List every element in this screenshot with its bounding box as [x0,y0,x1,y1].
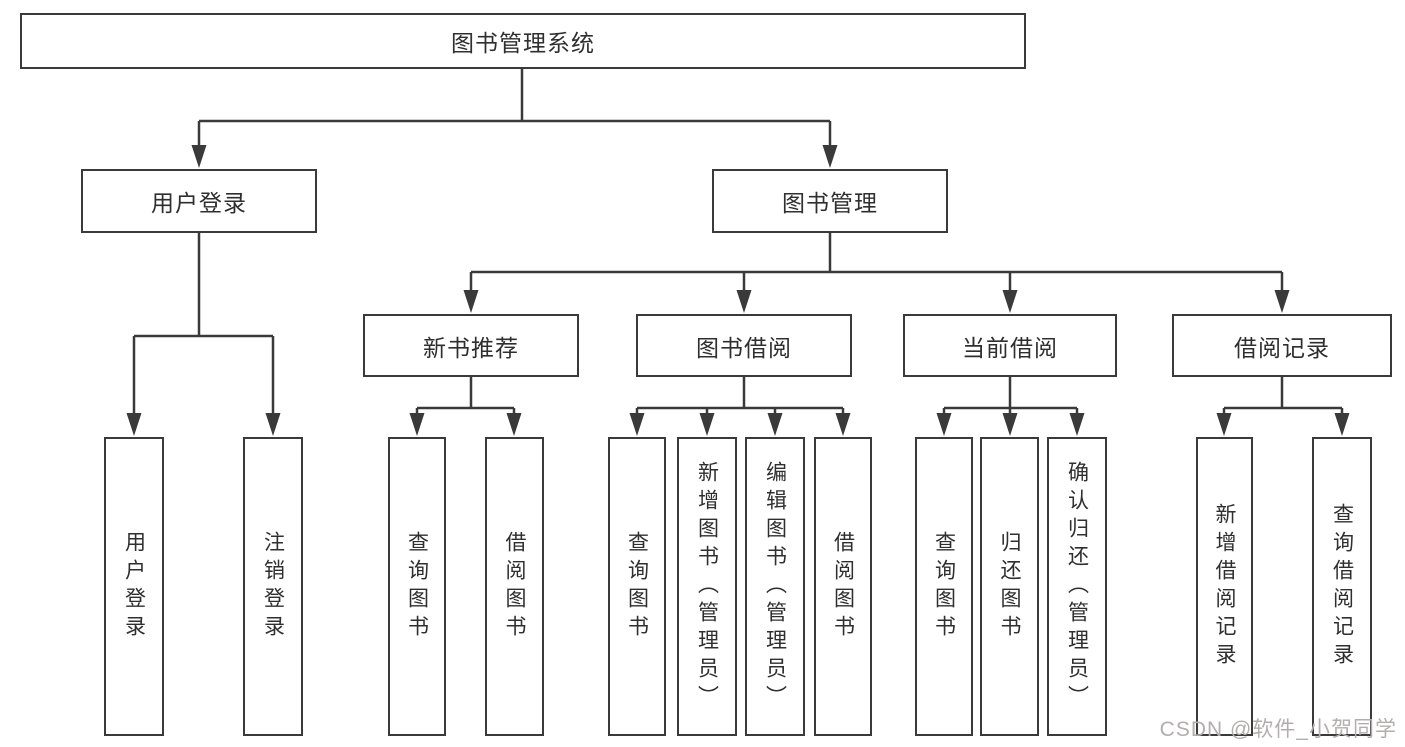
leaf-add-borrow-record-label: 新增借阅记录 [1213,502,1236,671]
leaf-confirm-return-admin: 确认归还（管理员） [1047,437,1107,736]
node-current-borrow-label: 当前借阅 [962,334,1058,361]
leaf-borrow-query-books-label: 查询图书 [625,530,649,643]
leaf-user-login: 用户登录 [104,437,164,736]
leaf-borrow-borrow-books: 借阅图书 [814,437,872,736]
node-user-login: 用户登录 [81,169,317,233]
leaf-rec-borrow-books: 借阅图书 [485,437,544,736]
node-current-borrow: 当前借阅 [903,314,1117,377]
leaf-return-books: 归还图书 [980,437,1039,736]
leaf-query-borrow-record: 查询借阅记录 [1312,437,1372,736]
leaf-rec-query-books: 查询图书 [388,437,446,736]
leaf-edit-books-admin-label: 编辑图书（管理员） [763,460,787,713]
node-new-book-rec-label: 新书推荐 [423,334,519,361]
leaf-borrow-query-books: 查询图书 [608,437,666,736]
leaf-logout-label: 注销登录 [261,530,285,643]
leaf-return-books-label: 归还图书 [998,530,1021,643]
node-new-book-rec: 新书推荐 [363,314,579,377]
node-root-label: 图书管理系统 [451,30,595,56]
leaf-edit-books-admin: 编辑图书（管理员） [745,437,805,736]
leaf-rec-query-books-label: 查询图书 [405,530,429,643]
leaf-rec-borrow-books-label: 借阅图书 [503,530,526,643]
node-book-mgmt: 图书管理 [712,169,948,233]
node-root: 图书管理系统 [20,13,1026,69]
leaf-current-query-books-label: 查询图书 [932,530,956,643]
leaf-query-borrow-record-label: 查询借阅记录 [1330,502,1354,671]
leaf-user-login-label: 用户登录 [122,530,146,643]
node-book-mgmt-label: 图书管理 [782,190,878,216]
leaf-add-borrow-record: 新增借阅记录 [1196,437,1253,736]
leaf-confirm-return-admin-label: 确认归还（管理员） [1065,460,1089,713]
node-book-borrow: 图书借阅 [636,314,852,377]
leaf-add-books-admin: 新增图书（管理员） [677,437,737,736]
node-book-borrow-label: 图书借阅 [696,334,792,361]
leaf-current-query-books: 查询图书 [915,437,973,736]
node-borrow-records-label: 借阅记录 [1234,334,1330,361]
node-borrow-records: 借阅记录 [1172,314,1392,377]
leaf-logout: 注销登录 [243,437,303,736]
leaf-borrow-borrow-books-label: 借阅图书 [831,530,855,643]
node-user-login-label: 用户登录 [151,190,247,216]
leaf-add-books-admin-label: 新增图书（管理员） [695,460,719,713]
